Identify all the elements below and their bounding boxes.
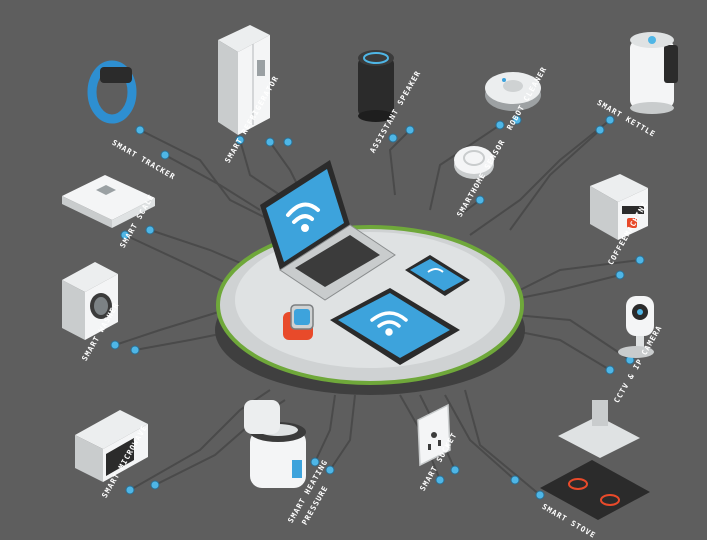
- heating-pressure-icon: [244, 400, 306, 488]
- wifi-icon: [370, 311, 408, 336]
- microwave-icon: [75, 410, 148, 482]
- laptop-icon: [260, 160, 396, 301]
- circuit-lines: [114, 119, 641, 496]
- socket-icon: [417, 403, 451, 467]
- refrigerator-icon: [218, 25, 270, 135]
- kettle-icon: [630, 32, 678, 114]
- smartwatch-icon: [283, 304, 314, 340]
- circuit-nodes: [110, 115, 645, 500]
- phone-icon: [405, 255, 470, 296]
- tablet-icon: [330, 288, 460, 365]
- robot-cleaner-icon: [485, 72, 541, 111]
- washer-icon: [62, 262, 118, 340]
- wifi-icon: [286, 202, 320, 232]
- sensor-icon: [454, 146, 494, 179]
- coffee-machine-icon: [590, 174, 648, 240]
- tracker-icon: [87, 60, 137, 124]
- scale-icon: [62, 175, 155, 228]
- speaker-icon: [358, 50, 394, 122]
- camera-icon: [618, 296, 654, 358]
- stove-icon: [540, 400, 650, 520]
